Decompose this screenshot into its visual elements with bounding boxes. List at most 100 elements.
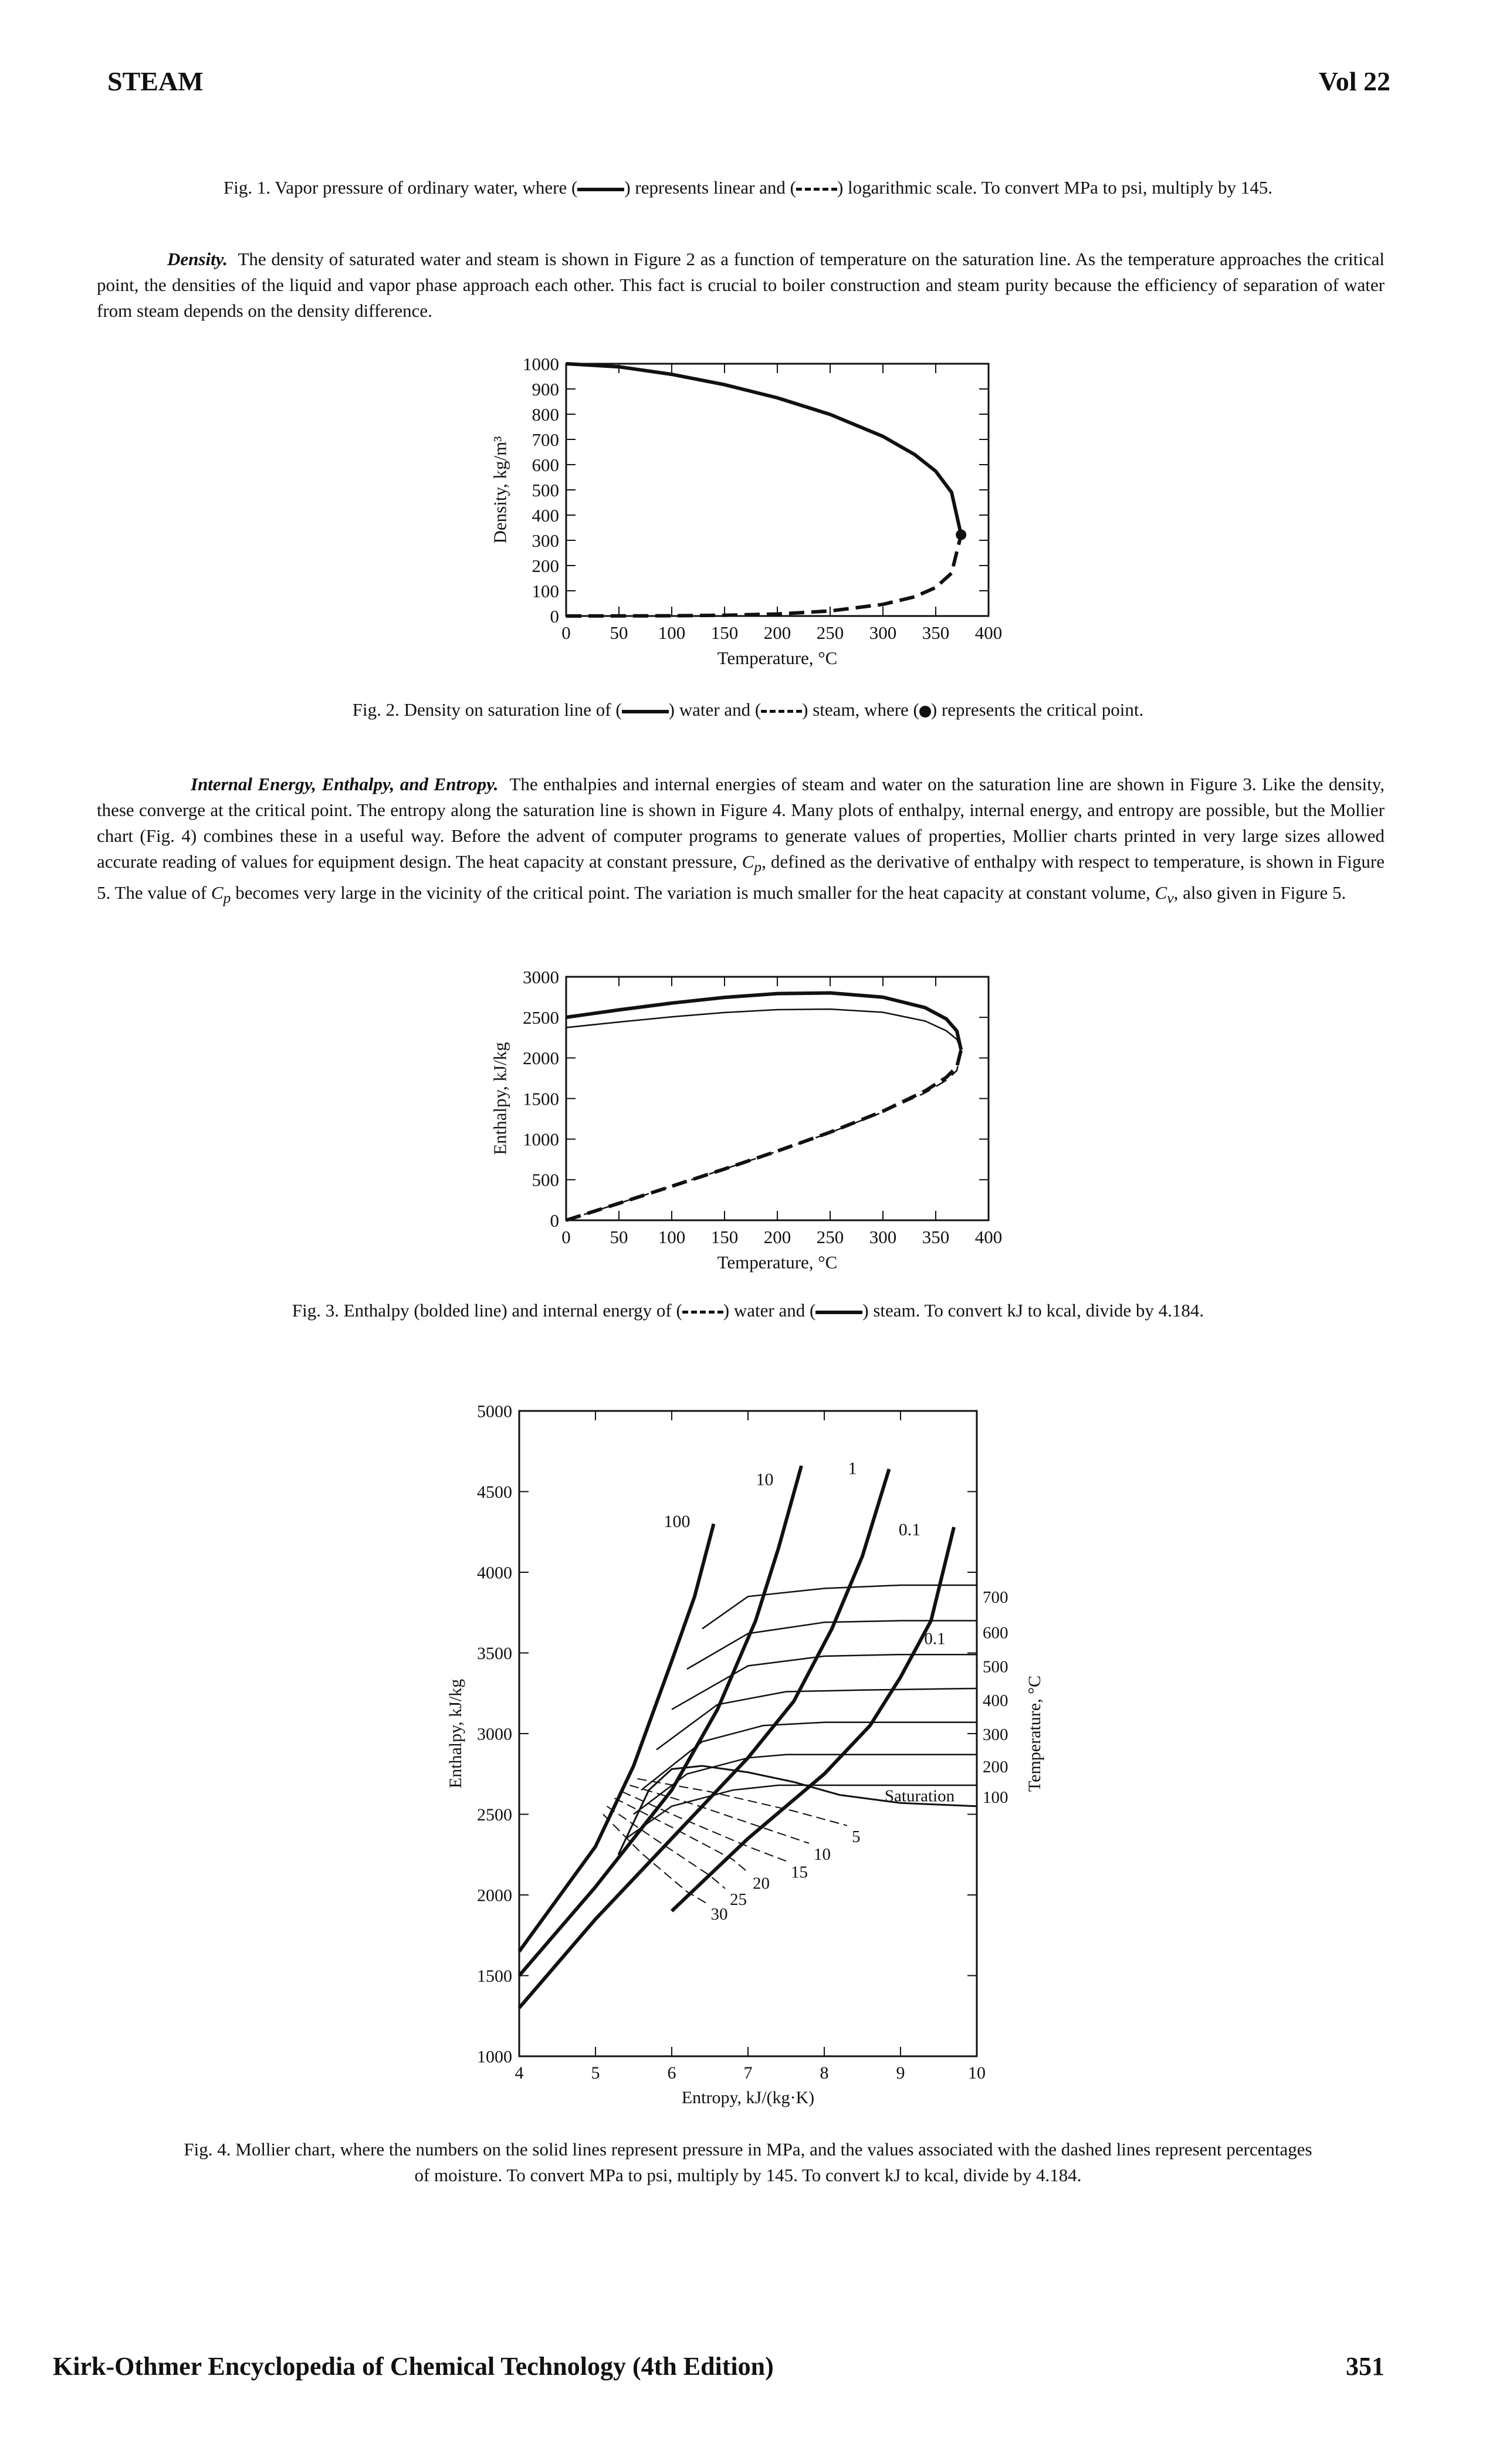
x-tick-label: 300 <box>869 622 897 643</box>
critical-point-marker <box>956 529 967 540</box>
y-tick-label: 2000 <box>523 1048 559 1068</box>
isobar-label: 10 <box>756 1470 774 1490</box>
y-tick-label: 500 <box>532 480 560 500</box>
energy-paragraph: Internal Energy, Enthalpy, and Entropy. … <box>97 774 1385 907</box>
moisture-line <box>622 1791 787 1862</box>
fig4-caption: Fig. 4. Mollier chart, where the numbers… <box>94 2137 1402 2188</box>
running-header-title: STEAM <box>107 66 204 96</box>
x-axis-label: Temperature, °C <box>717 648 838 668</box>
x-tick-label: 250 <box>817 1227 844 1247</box>
x-tick-label: 0 <box>561 1227 571 1247</box>
moisture-label: 15 <box>791 1863 808 1881</box>
running-header-volume: Vol 22 <box>1318 66 1390 96</box>
isotherm-label: 200 <box>983 1758 1008 1776</box>
isotherm-line <box>671 1653 977 1710</box>
dashed-line-legend <box>796 188 837 191</box>
moisture-label: 10 <box>814 1845 831 1864</box>
isotherm-label: 300 <box>983 1725 1008 1744</box>
x-tick-label: 350 <box>922 622 950 643</box>
x-tick-label: 350 <box>922 1227 950 1247</box>
fig4-caption-line2: of moisture. To convert MPa to psi, mult… <box>414 2165 1082 2185</box>
y-tick-label: 100 <box>532 581 560 601</box>
isobar-line <box>517 1523 716 1953</box>
y-tick-label: 1500 <box>477 1967 512 1986</box>
isobar-line <box>517 1468 891 2009</box>
plot-frame <box>565 363 990 617</box>
y-tick-label: 1500 <box>523 1088 559 1109</box>
y-tick-label: 2000 <box>477 1886 512 1905</box>
x-tick-label: 100 <box>658 622 686 643</box>
footer-page-number: 351 <box>1346 2352 1385 2381</box>
x-tick-label: 250 <box>817 622 844 643</box>
isobar-label: 0.1 <box>899 1520 921 1539</box>
y-axis-label: Density, kg/m³ <box>490 436 510 544</box>
x-tick-label: 300 <box>869 1227 897 1247</box>
isobar-label: 100 <box>664 1512 691 1531</box>
isobar-line <box>517 1465 803 1977</box>
x-tick-label: 50 <box>610 622 628 643</box>
moisture-line <box>614 1798 749 1873</box>
density-heading: Density. <box>167 249 228 269</box>
isotherm-line <box>656 1687 977 1751</box>
isotherm-label: 500 <box>983 1657 1008 1676</box>
y-tick-label: 500 <box>532 1170 560 1190</box>
solid-line-legend <box>621 709 669 713</box>
x-tick-label: 4 <box>515 2063 524 2083</box>
x-axis-label: Temperature, °C <box>717 1252 838 1272</box>
isotherm-line <box>641 1721 977 1791</box>
x-tick-label: 50 <box>610 1227 628 1247</box>
y-tick-label: 400 <box>532 505 560 526</box>
x-tick-label: 9 <box>896 2063 905 2083</box>
x-tick-label: 200 <box>764 1227 791 1247</box>
x-tick-label: 100 <box>658 1227 686 1247</box>
fig4-caption-line1: Fig. 4. Mollier chart, where the numbers… <box>184 2139 1312 2160</box>
x-tick-label: 10 <box>968 2063 986 2083</box>
y-tick-label: 4500 <box>477 1483 512 1502</box>
moisture-line <box>629 1785 810 1844</box>
x-tick-label: 400 <box>975 622 1003 643</box>
isotherm-line <box>625 1784 977 1839</box>
y-tick-label: 600 <box>532 455 560 475</box>
y-tick-label: 700 <box>532 429 560 450</box>
y2-axis-label: Temperature, °C <box>1025 1676 1044 1792</box>
fig3-caption: Fig. 3. Enthalpy (bolded line) and inter… <box>292 1300 1204 1321</box>
y-tick-label: 0 <box>550 606 560 627</box>
dashed-line-legend <box>682 1311 723 1314</box>
y-axis-label: Enthalpy, kJ/kg <box>490 1042 510 1155</box>
bold-solid-enthalpy-line <box>566 991 963 1051</box>
steam-density-line <box>566 534 963 618</box>
y-tick-label: 4000 <box>477 1563 512 1583</box>
y-tick-label: 300 <box>532 530 560 551</box>
footer-book-title: Kirk-Othmer Encyclopedia of Chemical Tec… <box>53 2352 774 2381</box>
y-tick-label: 0 <box>550 1210 560 1231</box>
saturation-label: Saturation <box>885 1787 955 1806</box>
x-tick-label: 200 <box>764 622 791 643</box>
y-tick-label: 900 <box>532 379 560 400</box>
isotherm-label: 400 <box>983 1691 1008 1710</box>
solid-line-legend <box>577 187 625 191</box>
dashed-line-legend <box>761 710 803 713</box>
isobar-line <box>670 1527 956 1913</box>
moisture-label: 5 <box>852 1827 861 1846</box>
moisture-label: 25 <box>730 1890 747 1909</box>
isotherm-line <box>686 1620 977 1670</box>
density-paragraph: Density. The density of saturated water … <box>97 249 1385 321</box>
y-tick-label: 1000 <box>523 1129 559 1150</box>
x-tick-label: 8 <box>820 2063 829 2083</box>
y-tick-label: 5000 <box>477 1402 512 1421</box>
x-axis-label: Entropy, kJ/(kg·K) <box>682 2088 814 2107</box>
isotherm-label: 100 <box>983 1788 1008 1807</box>
moisture-line <box>637 1778 848 1826</box>
critical-point-legend <box>919 705 931 717</box>
isobar-label: 1 <box>848 1458 857 1478</box>
water-density-line <box>566 362 963 536</box>
y-tick-label: 2500 <box>477 1805 512 1825</box>
moisture-label: 30 <box>711 1905 728 1924</box>
isotherm-label: 600 <box>983 1624 1008 1643</box>
solid-line-legend <box>815 1310 863 1314</box>
x-tick-label: 150 <box>711 622 739 643</box>
thin-solid-enthalpy-line <box>566 1008 962 1050</box>
